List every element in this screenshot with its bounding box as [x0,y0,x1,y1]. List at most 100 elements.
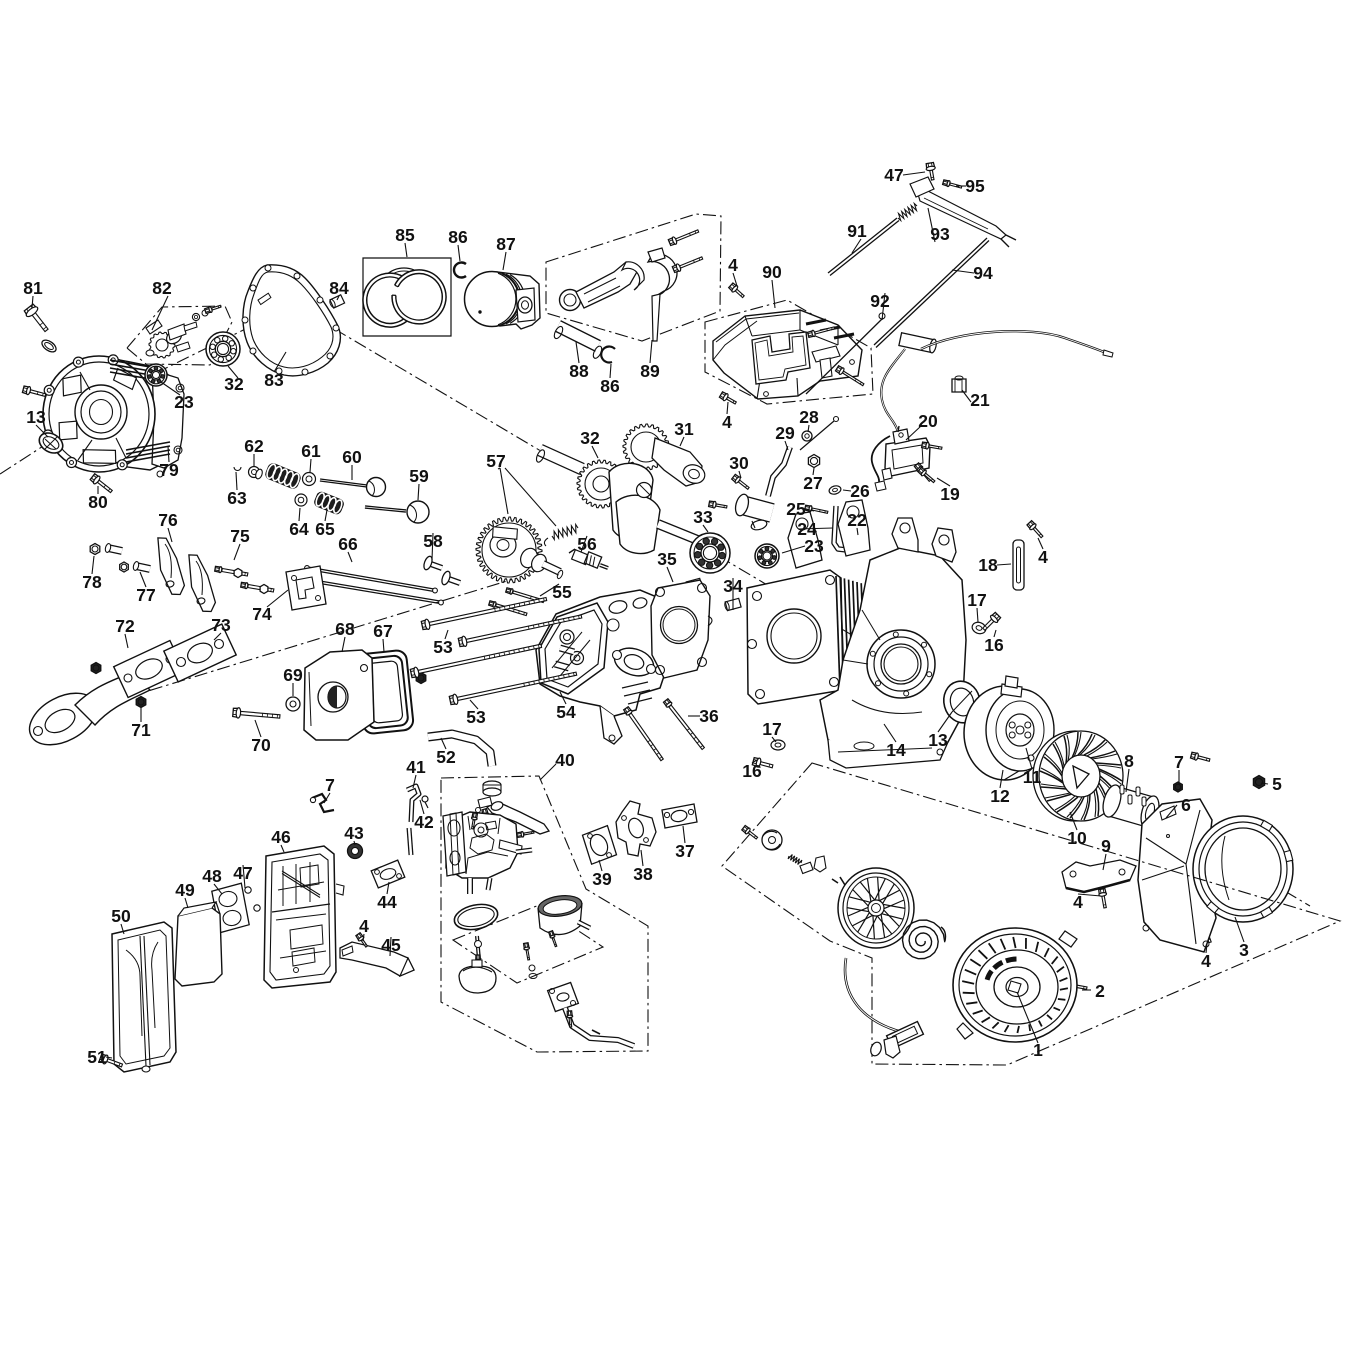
svg-text:14: 14 [886,740,906,760]
svg-text:21: 21 [970,390,990,410]
svg-text:30: 30 [729,453,749,473]
svg-text:4: 4 [359,916,369,936]
svg-text:57: 57 [486,451,505,471]
svg-text:13: 13 [26,407,46,427]
svg-text:17: 17 [762,719,781,739]
svg-text:19: 19 [940,484,960,504]
svg-text:22: 22 [847,510,867,530]
svg-text:10: 10 [1067,828,1087,848]
svg-text:88: 88 [569,361,589,381]
svg-text:31: 31 [674,419,694,439]
svg-text:74: 74 [252,604,272,624]
svg-text:35: 35 [657,549,677,569]
svg-text:80: 80 [88,492,108,512]
svg-text:1: 1 [1033,1040,1043,1060]
svg-text:4: 4 [1201,951,1211,971]
svg-text:67: 67 [373,621,392,641]
svg-text:84: 84 [329,278,349,298]
svg-text:42: 42 [414,812,434,832]
svg-text:87: 87 [496,234,515,254]
svg-text:95: 95 [965,176,985,196]
svg-text:61: 61 [301,441,321,461]
svg-text:71: 71 [131,720,151,740]
svg-text:51: 51 [87,1047,107,1067]
svg-text:78: 78 [82,572,102,592]
svg-text:28: 28 [799,407,819,427]
svg-text:66: 66 [338,534,358,554]
svg-text:86: 86 [448,227,468,247]
svg-text:79: 79 [159,460,179,480]
svg-text:23: 23 [804,536,824,556]
svg-text:62: 62 [244,436,264,456]
svg-text:7: 7 [1174,752,1184,772]
svg-text:70: 70 [251,735,271,755]
svg-text:8: 8 [1124,751,1134,771]
svg-text:13: 13 [928,730,948,750]
svg-text:16: 16 [984,635,1004,655]
svg-text:40: 40 [555,750,575,770]
svg-text:6: 6 [1181,795,1191,815]
svg-text:25: 25 [786,499,806,519]
svg-text:9: 9 [1101,836,1111,856]
svg-text:77: 77 [136,585,155,605]
svg-text:37: 37 [675,841,694,861]
svg-text:16: 16 [742,761,762,781]
svg-text:53: 53 [433,637,453,657]
svg-text:33: 33 [693,507,713,527]
svg-text:18: 18 [978,555,998,575]
svg-text:49: 49 [175,880,195,900]
svg-text:11: 11 [1023,767,1042,787]
svg-text:60: 60 [342,447,362,467]
svg-text:3: 3 [1239,940,1249,960]
svg-text:82: 82 [152,278,172,298]
svg-text:47: 47 [884,165,903,185]
svg-text:48: 48 [202,866,222,886]
svg-text:75: 75 [230,526,250,546]
svg-text:69: 69 [283,665,303,685]
svg-text:20: 20 [918,411,938,431]
svg-text:59: 59 [409,466,429,486]
svg-text:89: 89 [640,361,660,381]
svg-text:23: 23 [174,392,194,412]
svg-text:32: 32 [580,428,600,448]
svg-text:54: 54 [556,702,576,722]
svg-text:46: 46 [271,827,291,847]
svg-text:5: 5 [1272,774,1282,794]
svg-text:85: 85 [395,225,415,245]
svg-text:38: 38 [633,864,653,884]
svg-text:27: 27 [803,473,822,493]
svg-text:92: 92 [870,291,890,311]
svg-text:17: 17 [967,590,986,610]
svg-text:32: 32 [224,374,244,394]
svg-text:73: 73 [211,615,231,635]
svg-text:43: 43 [344,823,364,843]
svg-text:4: 4 [1038,547,1048,567]
svg-text:50: 50 [111,906,131,926]
svg-text:55: 55 [552,582,572,602]
svg-text:65: 65 [315,519,335,539]
svg-text:91: 91 [847,221,867,241]
svg-text:39: 39 [592,869,612,889]
svg-text:4: 4 [728,255,738,275]
svg-text:7: 7 [325,775,335,795]
svg-text:44: 44 [377,892,397,912]
svg-text:12: 12 [990,786,1010,806]
svg-text:29: 29 [775,423,795,443]
svg-text:26: 26 [850,481,870,501]
svg-text:72: 72 [115,616,135,636]
svg-text:4: 4 [1073,892,1083,912]
svg-text:86: 86 [600,376,620,396]
svg-text:68: 68 [335,619,355,639]
svg-text:90: 90 [762,262,782,282]
svg-text:76: 76 [158,510,178,530]
svg-text:94: 94 [973,263,993,283]
svg-text:81: 81 [23,278,43,298]
svg-text:36: 36 [699,706,719,726]
svg-text:63: 63 [227,488,247,508]
svg-text:2: 2 [1095,981,1105,1001]
svg-text:83: 83 [264,370,284,390]
svg-text:41: 41 [406,757,426,777]
svg-text:53: 53 [466,707,486,727]
svg-text:4: 4 [722,412,732,432]
svg-text:64: 64 [289,519,309,539]
